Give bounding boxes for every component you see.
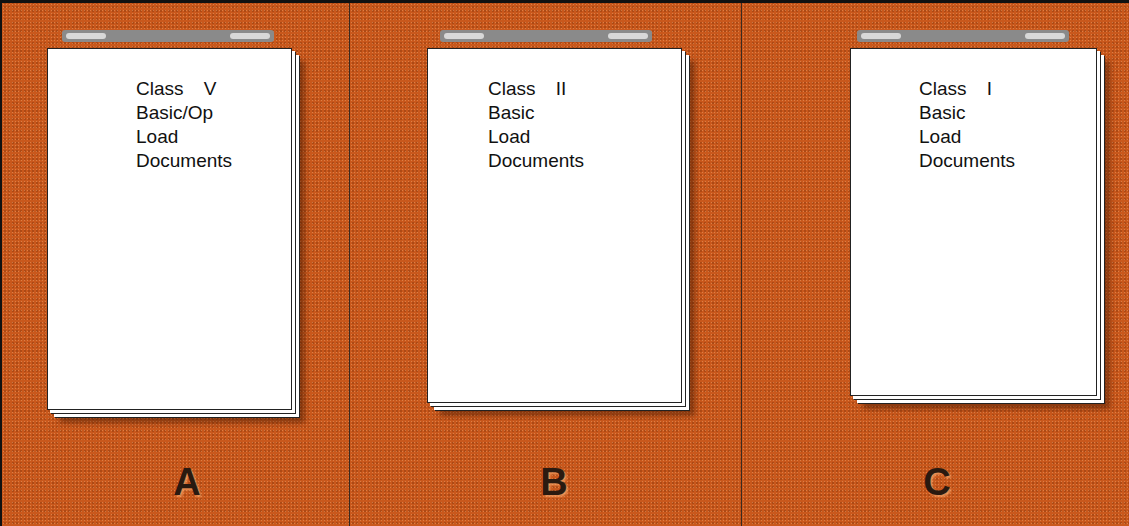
panel-letter: B bbox=[540, 461, 567, 504]
document-label: Class I Basic Load Documents bbox=[919, 77, 1015, 173]
panel-band: B Class II Basic Load Documents bbox=[350, 3, 742, 526]
document-stack: Class II Basic Load Documents bbox=[427, 48, 682, 403]
clip-bar bbox=[440, 30, 652, 42]
panel-band: C Class I Basic Load Documents bbox=[742, 3, 1129, 526]
panel-letter: A bbox=[173, 461, 200, 504]
document-label: Class V Basic/Op Load Documents bbox=[136, 77, 232, 173]
panel-band: A Class V Basic/Op Load Documents bbox=[2, 3, 350, 526]
clip-bar bbox=[857, 30, 1069, 42]
document-stack: Class V Basic/Op Load Documents bbox=[47, 48, 292, 410]
document-label: Class II Basic Load Documents bbox=[488, 77, 584, 173]
document-stack: Class I Basic Load Documents bbox=[850, 48, 1097, 396]
clip-bar bbox=[62, 30, 274, 42]
panel-letter: C bbox=[923, 461, 950, 504]
